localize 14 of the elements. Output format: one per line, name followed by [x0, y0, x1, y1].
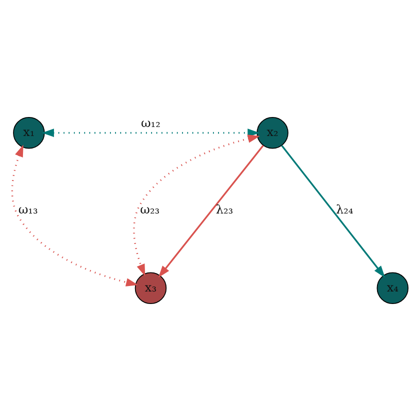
edge-label: ω₂₃ — [140, 202, 160, 216]
edge-label: ω₁₂ — [141, 116, 160, 130]
edge-label: ω₁₃ — [18, 202, 38, 216]
node-circle: x₁ — [13, 116, 45, 148]
node-circle: x₃ — [134, 272, 167, 304]
arrow — [11, 144, 138, 286]
node-circle: x₂ — [256, 116, 288, 148]
edge-label: λ₂₃ — [216, 202, 234, 216]
arrow — [158, 144, 264, 278]
arrow — [42, 128, 260, 137]
arrow — [281, 144, 386, 278]
arrow — [133, 134, 260, 276]
edge-label: λ₂₄ — [336, 202, 354, 216]
node-circle: x₄ — [376, 272, 408, 304]
